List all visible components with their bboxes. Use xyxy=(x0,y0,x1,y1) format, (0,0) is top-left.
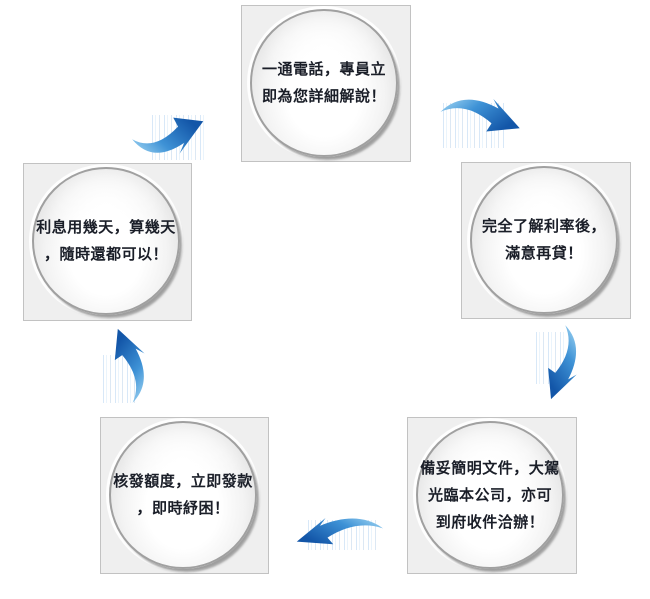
step-line: 完全了解利率後， xyxy=(481,218,606,235)
step-1-sphere: 一通電話，專員立 即為您詳細解說！ xyxy=(250,9,398,157)
step-2-sphere: 完全了解利率後， 滿意再貸！ xyxy=(470,166,618,314)
step-line: 利息用幾天，算幾天 xyxy=(36,219,176,236)
step-line: ，即時紓困！ xyxy=(136,500,230,517)
flow-arrow-step3-to-step4-icon xyxy=(291,514,387,560)
step-5-text: 利息用幾天，算幾天 ，隨時還都可以！ xyxy=(34,214,178,268)
step-line: 一通電話，專員立 xyxy=(261,61,386,78)
step-line: 光臨本公司，亦可 xyxy=(427,486,552,504)
flow-arrow-step4-to-step5-icon xyxy=(97,324,149,406)
step-3-sphere: 備妥簡明文件，大駕 光臨本公司，亦可 到府收件洽辦！ xyxy=(416,421,564,569)
process-step-2: 完全了解利率後， 滿意再貸！ xyxy=(461,162,631,319)
step-line: 備妥簡明文件，大駕 xyxy=(420,459,560,477)
step-line: ，隨時還都可以！ xyxy=(43,246,168,263)
step-line: 滿意再貸！ xyxy=(505,245,583,262)
step-line: 即為您詳細解說！ xyxy=(261,88,386,105)
step-1-text: 一通電話，專員立 即為您詳細解說！ xyxy=(260,56,388,110)
step-5-sphere: 利息用幾天，算幾天 ，隨時還都可以！ xyxy=(32,167,180,315)
flow-arrow-step5-to-step1-icon xyxy=(129,96,208,159)
step-2-text: 完全了解利率後， 滿意再貸！ xyxy=(480,213,608,267)
process-step-5: 利息用幾天，算幾天 ，隨時還都可以！ xyxy=(23,163,192,321)
step-line: 核發額度，立即發款 xyxy=(113,473,253,490)
process-step-1: 一通電話，專員立 即為您詳細解說！ xyxy=(241,5,411,162)
step-4-sphere: 核發額度，立即發款 ，即時紓困！ xyxy=(109,421,257,569)
flow-arrow-step1-to-step2-icon xyxy=(437,94,525,151)
process-step-3: 備妥簡明文件，大駕 光臨本公司，亦可 到府收件洽辦！ xyxy=(407,417,577,574)
step-line: 到府收件洽辦！ xyxy=(435,513,545,531)
process-step-4: 核發額度，立即發款 ，即時紓困！ xyxy=(100,417,269,574)
step-4-text: 核發額度，立即發款 ，即時紓困！ xyxy=(111,468,255,522)
step-3-text: 備妥簡明文件，大駕 光臨本公司，亦可 到府收件洽辦！ xyxy=(418,455,562,536)
flow-arrow-step2-to-step3-icon xyxy=(531,322,581,404)
